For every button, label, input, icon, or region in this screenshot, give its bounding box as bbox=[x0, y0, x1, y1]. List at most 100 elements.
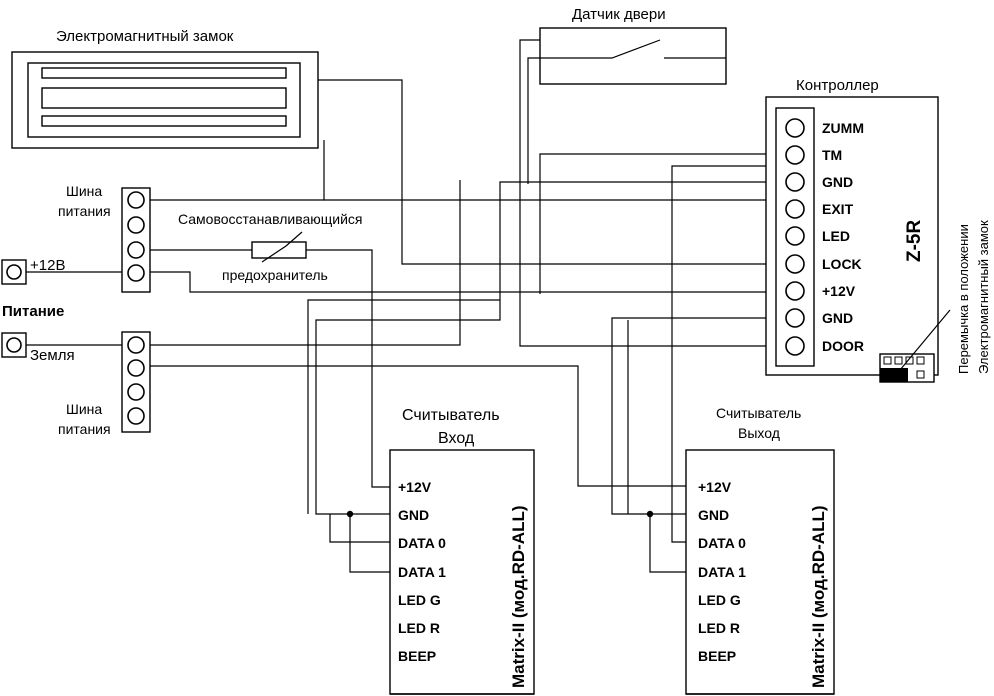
electromagnetic-lock: Электромагнитный замок bbox=[11, 28, 319, 149]
jumper-pin-icon bbox=[916, 356, 925, 365]
reader-in-pin-label: GND bbox=[398, 507, 429, 523]
power-bus-upper: Шина питания bbox=[58, 183, 151, 293]
terminal-screw-icon bbox=[785, 281, 805, 301]
bus-upper-label-line2: питания bbox=[58, 203, 111, 219]
controller-pin: ZUMM bbox=[785, 118, 864, 138]
ground-label: Земля bbox=[30, 347, 75, 364]
door-sensor-body bbox=[539, 27, 727, 85]
reader-out-title-line2: Выход bbox=[738, 425, 780, 441]
reader-in-model: Matrix-II (мод.RD-ALL) bbox=[509, 505, 528, 688]
reader-in-pin-label: BEEP bbox=[398, 648, 436, 664]
bus-terminal-icon bbox=[127, 359, 145, 377]
jumper-note-line1: Перемычка в положении bbox=[956, 224, 971, 374]
wire-in-d1 bbox=[349, 514, 390, 573]
bus-terminal-icon bbox=[127, 241, 145, 259]
controller-pin: GND bbox=[785, 308, 853, 328]
controller-pin-label: GND bbox=[822, 174, 853, 190]
controller-pin: GND bbox=[785, 172, 853, 192]
reader-out-pin-label: +12V bbox=[698, 479, 732, 495]
reader-in-pin-label: +12V bbox=[398, 479, 432, 495]
wire-tm bbox=[539, 153, 782, 294]
door-sensor: Датчик двери bbox=[539, 6, 727, 85]
reader-in-pin-label: LED R bbox=[398, 620, 440, 636]
reader-out-pin-label: LED G bbox=[698, 592, 741, 608]
jumper-pin-icon bbox=[905, 356, 914, 365]
reader-out-body bbox=[685, 449, 835, 695]
lock-plate-bottom bbox=[41, 115, 287, 127]
ground-terminal-icon bbox=[6, 337, 22, 353]
controller: Контроллер ZUMM TM GND EXIT LED LOCK bbox=[765, 77, 991, 383]
terminal-screw-icon bbox=[785, 254, 805, 274]
jumper-cap bbox=[880, 368, 908, 382]
controller-pin: LOCK bbox=[785, 254, 862, 274]
controller-pin: DOOR bbox=[785, 336, 864, 356]
jumper-pointer-line bbox=[899, 309, 951, 371]
reader-out-model: Matrix-II (мод.RD-ALL) bbox=[809, 505, 828, 688]
bus-upper-label-line1: Шина bbox=[66, 183, 102, 199]
plus12-label: +12В bbox=[30, 257, 65, 274]
controller-pin: EXIT bbox=[785, 199, 854, 219]
power-label: Питание bbox=[2, 303, 64, 320]
wire-in-d0 bbox=[329, 514, 390, 543]
bus-terminal-icon bbox=[127, 191, 145, 209]
reader-in-title-line1: Считыватель bbox=[402, 407, 500, 424]
wire-door-sensor-b bbox=[527, 57, 540, 184]
wire-fuse-out bbox=[306, 249, 390, 488]
reader-out-title-line1: Считыватель bbox=[716, 405, 801, 421]
bus-terminal-icon bbox=[127, 216, 145, 234]
jumper-pin-icon bbox=[894, 356, 903, 365]
reader-in: Считыватель Вход +12V GND DATA 0 DATA 1 … bbox=[389, 407, 535, 695]
lock-plate-top bbox=[41, 67, 287, 79]
terminal-screw-icon bbox=[785, 336, 805, 356]
controller-pin-label: EXIT bbox=[822, 201, 854, 217]
controller-title: Контроллер bbox=[796, 77, 879, 94]
power-bus-lower: Шина питания bbox=[58, 331, 151, 437]
wire-gnd-ctrl bbox=[315, 181, 782, 515]
wire-door-sensor-a bbox=[519, 39, 782, 347]
reader-out-pin-label: DATA 0 bbox=[698, 535, 746, 551]
bus-terminal-icon bbox=[127, 407, 145, 425]
jumper-block bbox=[879, 309, 951, 383]
controller-pin-label: +12V bbox=[822, 283, 856, 299]
lock-plate-mid bbox=[41, 87, 287, 109]
lock-title: Электромагнитный замок bbox=[56, 28, 234, 45]
controller-model: Z-5R bbox=[904, 220, 925, 263]
fuse-slash bbox=[261, 231, 303, 263]
reader-out-pin-label: DATA 1 bbox=[698, 564, 746, 580]
fuse-label-line2: предохранитель bbox=[222, 267, 328, 283]
reader-in-title-line2: Вход bbox=[438, 430, 475, 447]
jumper-pin-icon bbox=[916, 370, 925, 379]
controller-pin-label: DOOR bbox=[822, 338, 864, 354]
reader-out-pin-label: BEEP bbox=[698, 648, 736, 664]
terminal-screw-icon bbox=[785, 145, 805, 165]
bus-terminal-icon bbox=[127, 383, 145, 401]
terminal-screw-icon bbox=[785, 199, 805, 219]
junction-dot bbox=[646, 510, 654, 518]
controller-pin-label: GND bbox=[822, 310, 853, 326]
door-sensor-title: Датчик двери bbox=[572, 6, 666, 23]
terminal-screw-icon bbox=[785, 308, 805, 328]
terminal-screw-icon bbox=[785, 118, 805, 138]
reader-out-pin-label: LED R bbox=[698, 620, 740, 636]
bus-terminal-icon bbox=[127, 264, 145, 282]
controller-pin: TM bbox=[785, 145, 842, 165]
controller-pin: LED bbox=[785, 226, 850, 246]
wire-lbus1 bbox=[146, 180, 461, 346]
wire-lbus2 bbox=[146, 365, 700, 487]
controller-pin-label: ZUMM bbox=[822, 120, 864, 136]
reader-out: Считыватель Выход +12V GND DATA 0 DATA 1… bbox=[685, 405, 835, 695]
bus-lower-label-line1: Шина bbox=[66, 401, 102, 417]
terminal-screw-icon bbox=[785, 172, 805, 192]
wire-gnd2-ctrl bbox=[611, 317, 782, 515]
resettable-fuse: Самовосстанавливающийся предохранитель bbox=[178, 211, 363, 283]
reader-in-pin-label: LED G bbox=[398, 592, 441, 608]
jumper-note-line2: Электромагнитный замок bbox=[976, 220, 991, 374]
wire-out-d1 bbox=[649, 516, 700, 573]
plus12-terminal-icon bbox=[6, 264, 22, 280]
reader-in-pin-label: DATA 0 bbox=[398, 535, 446, 551]
bus-lower-label-line2: питания bbox=[58, 421, 111, 437]
controller-pin: +12V bbox=[785, 281, 856, 301]
reader-in-pin-label: DATA 1 bbox=[398, 564, 446, 580]
wire-in-extra bbox=[307, 299, 500, 514]
